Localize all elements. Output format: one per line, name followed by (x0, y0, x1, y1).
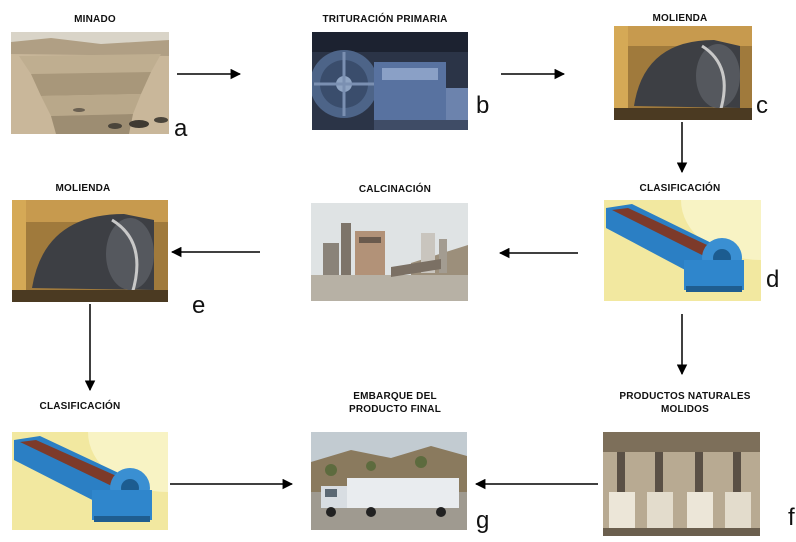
title-clasificacion-2: CLASIFICACIÓN (39, 401, 121, 412)
tag-e: e (192, 292, 206, 319)
ball-mill-photo-2 (12, 200, 168, 302)
title-molienda-2: MOLIENDA (55, 183, 111, 194)
ball-mill-photo-1 (614, 26, 752, 120)
title-embarque-line2: PRODUCTO FINAL (348, 404, 442, 415)
title-trituracion-primaria: TRITURACIÓN PRIMARIA (322, 14, 448, 25)
title-minado: MINADO (74, 14, 116, 25)
open-pit-mine-photo (11, 32, 169, 134)
title-molienda-1: MOLIENDA (652, 13, 708, 24)
spiral-classifier-photo-2 (12, 432, 168, 530)
tag-d: d (766, 266, 780, 293)
calcination-plant-photo (311, 203, 468, 301)
tag-a: a (174, 115, 188, 142)
truck-photo (311, 432, 467, 530)
title-clasificacion-1: CLASIFICACIÓN (639, 183, 721, 194)
title-productos-line2: MOLIDOS (660, 404, 710, 415)
jaw-crusher-photo (312, 32, 468, 130)
title-productos-line1: PRODUCTOS NATURALES (619, 391, 751, 402)
tag-f: f (788, 504, 795, 531)
tag-c: c (756, 92, 768, 119)
spiral-classifier-photo-1 (604, 200, 761, 301)
title-embarque-line1: EMBARQUE DEL (353, 391, 437, 402)
tag-g: g (476, 507, 490, 534)
tag-b: b (476, 92, 490, 119)
title-calcinacion: CALCINACIÓN (358, 184, 432, 195)
bagging-plant-photo (603, 432, 760, 536)
